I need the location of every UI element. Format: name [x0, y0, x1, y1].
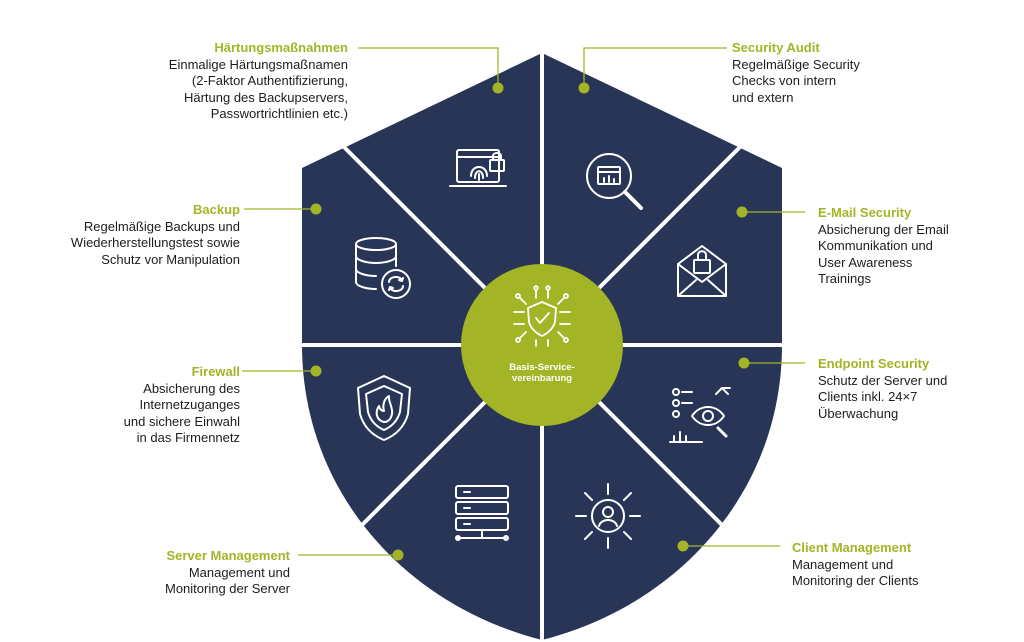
leader-lines	[242, 47, 805, 556]
magnifier-monitor-icon	[586, 153, 643, 210]
desc-backup: Regelmäßige Backups und Wiederherstellun…	[70, 218, 240, 267]
title-server: Server Management	[166, 548, 290, 563]
desc-email: Absicherung der Email Kommunikation und …	[818, 221, 949, 287]
dot-endpoint	[738, 357, 750, 369]
center-circle	[461, 264, 623, 426]
flame-shield-icon	[357, 375, 411, 441]
center-label-line: vereinbarung	[512, 373, 572, 384]
dot-client	[677, 540, 689, 552]
leader-dots	[310, 82, 750, 561]
chip-shield-icon	[513, 285, 571, 347]
title-backup: Backup	[193, 202, 240, 217]
label-audit: Security Audit Regelmäßige Security Chec…	[732, 40, 860, 106]
label-endpoint: Endpoint Security Schutz der Server und …	[818, 356, 947, 422]
desc-firewall: Absicherung des Internetzuganges und sic…	[123, 380, 240, 446]
envelope-lock-icon	[677, 245, 727, 297]
dot-server	[392, 549, 404, 561]
gear-user-icon	[575, 483, 641, 549]
eye-analytics-icon	[669, 387, 731, 443]
desc-haertung: Einmalige Härtungsmaßnamen (2-Faktor Aut…	[168, 56, 348, 122]
label-client: Client Management Management und Monitor…	[792, 540, 918, 590]
title-firewall: Firewall	[191, 364, 240, 379]
title-haertung: Härtungsmaßnahmen	[214, 40, 348, 55]
dot-firewall	[310, 365, 322, 377]
center-label-line: Basis-Service-	[509, 362, 574, 373]
fingerprint-lock-icon	[449, 149, 507, 187]
title-audit: Security Audit	[732, 40, 820, 55]
label-server: Server Management Management und Monitor…	[165, 548, 290, 598]
title-email: E-Mail Security	[818, 205, 912, 220]
label-firewall: Firewall Absicherung des Internetzugange…	[124, 364, 240, 447]
dot-backup	[310, 203, 322, 215]
center-label: Basis-Service-vereinbarung	[509, 362, 574, 384]
desc-endpoint: Schutz der Server und Clients inkl. 24×7…	[818, 372, 948, 421]
desc-client: Management und Monitoring der Clients	[792, 556, 919, 589]
title-endpoint: Endpoint Security	[818, 356, 930, 371]
desc-audit: Regelmäßige Security Checks von intern u…	[732, 56, 860, 105]
dot-audit	[578, 82, 590, 94]
label-email: E-Mail Security Absicherung der Email Ko…	[818, 205, 949, 288]
dot-haertung	[492, 82, 504, 94]
label-backup: Backup Regelmäßige Backups und Wiederher…	[71, 202, 240, 268]
desc-server: Management und Monitoring der Server	[165, 564, 290, 597]
label-haertung: Härtungsmaßnahmen Einmalige Härtungsmaßn…	[169, 40, 348, 123]
database-sync-icon	[355, 237, 411, 299]
dot-email	[736, 206, 748, 218]
title-client: Client Management	[792, 540, 912, 555]
server-rack-icon	[455, 485, 509, 541]
